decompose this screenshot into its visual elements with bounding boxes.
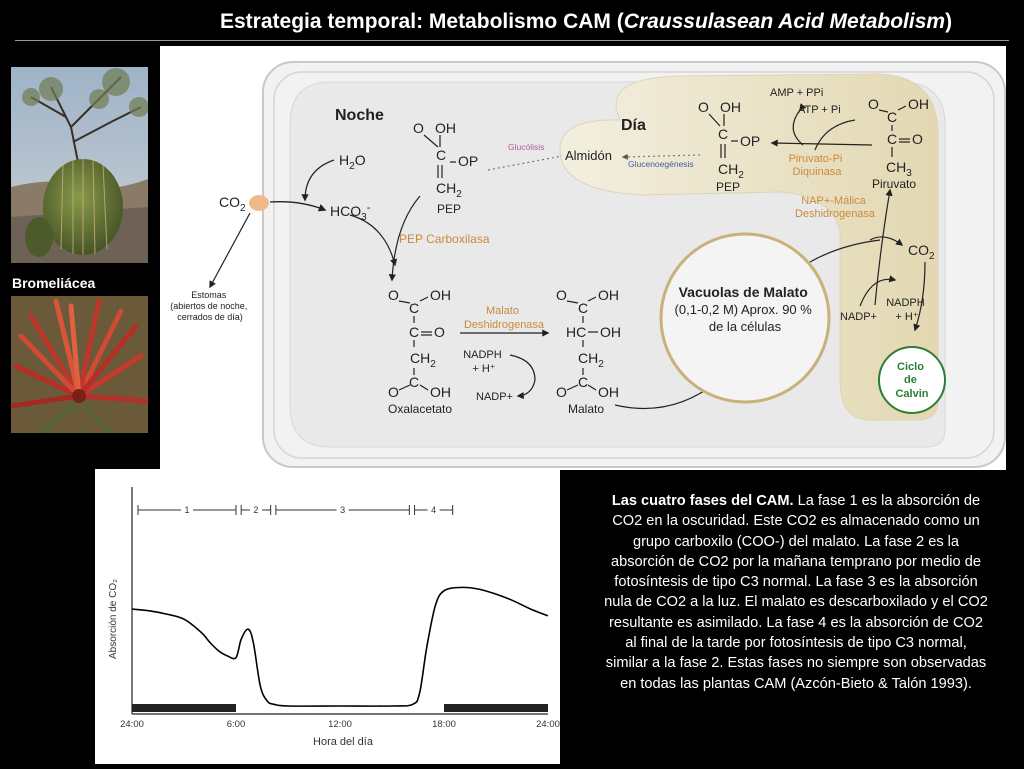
svg-text:C: C — [578, 300, 588, 316]
svg-text:O: O — [556, 384, 567, 400]
svg-text:O: O — [868, 96, 879, 112]
svg-text:OH: OH — [598, 287, 619, 303]
svg-text:C: C — [409, 300, 419, 316]
phase-label-bg — [249, 503, 262, 515]
bromeliad-photo — [11, 296, 148, 433]
x-tick-label: 24:00 — [536, 719, 560, 730]
nadph-right-label: NADPH + H⁺ — [886, 297, 928, 323]
calvin-cycle-label: Ciclo de Calvin — [895, 361, 928, 400]
oxaloacetate-molecule: O OH C C O CH2 C O OH Oxalacetato — [388, 287, 452, 416]
svg-text:O: O — [434, 324, 445, 340]
svg-text:C: C — [436, 147, 446, 163]
phase-label-2: 2 — [253, 505, 258, 515]
amp-ppi-label: AMP + PPi — [770, 87, 823, 99]
night-label: Noche — [335, 107, 384, 124]
phase-bar: 1 2 3 4 — [137, 503, 454, 515]
svg-text:Piruvato: Piruvato — [872, 177, 916, 191]
malate-dh-label: Malato Deshidrogenasa — [464, 305, 545, 331]
svg-text:OP: OP — [458, 153, 478, 169]
svg-text:OH: OH — [908, 96, 929, 112]
co2-released-label: CO2 — [908, 242, 935, 262]
y-axis-label: Absorción de CO₂ — [108, 579, 119, 659]
svg-text:O: O — [556, 287, 567, 303]
malate-vacuole — [659, 232, 831, 404]
phase-label-bg — [336, 503, 349, 515]
svg-text:C: C — [578, 374, 588, 390]
svg-text:PEP: PEP — [437, 202, 461, 216]
svg-text:OH: OH — [430, 384, 451, 400]
cactus-photo — [11, 67, 148, 263]
nap-malic-label: NAP+-Málica Deshidrogenasa — [795, 195, 876, 220]
x-tick-label: 24:00 — [120, 719, 144, 730]
phase-label-bg — [181, 503, 193, 515]
x-tick-label: 18:00 — [432, 719, 456, 730]
svg-text:HC: HC — [566, 324, 586, 340]
pep-carboxylase-label: PEP Carboxilasa — [399, 232, 490, 246]
svg-text:PEP: PEP — [716, 180, 740, 194]
starch-label: Almidón — [565, 148, 612, 163]
svg-text:Malato: Malato — [568, 402, 604, 416]
svg-text:O: O — [388, 384, 399, 400]
pep-night-molecule: O OH C OP CH2 PEP — [413, 120, 478, 216]
nadp-right-label: NADP+ — [840, 311, 877, 323]
uptake-curve — [131, 586, 549, 707]
gluconeogenesis-label: Glucenoegénesis — [628, 159, 694, 169]
svg-text:CH2: CH2 — [410, 350, 436, 370]
stoma-marker — [249, 195, 269, 211]
h2o-label: H2O — [339, 152, 366, 172]
svg-text:CH3: CH3 — [886, 159, 912, 179]
malate-molecule: O OH C HC OH CH2 C O OH Malato — [556, 287, 621, 416]
svg-text:CH2: CH2 — [436, 180, 462, 200]
bromeliad-label: Bromeliácea — [12, 275, 96, 291]
phases-caption: Las cuatro fases del CAM. La fase 1 es l… — [604, 493, 988, 692]
hco3-label: HCO3- — [330, 202, 371, 223]
x-tick-label: 12:00 — [328, 719, 352, 730]
night-bar-1 — [132, 704, 236, 712]
svg-text:CH2: CH2 — [578, 350, 604, 370]
svg-text:O: O — [698, 99, 709, 115]
svg-text:C: C — [409, 374, 419, 390]
title-divider — [15, 40, 1009, 41]
calvin-cycle-circle — [878, 346, 946, 414]
svg-text:O: O — [912, 131, 923, 147]
phase-label-4: 4 — [431, 505, 436, 515]
day-label: Día — [621, 117, 646, 134]
svg-text:OP: OP — [740, 133, 760, 149]
stomata-label: Estomas (abiertos de noche, cerrados de … — [170, 290, 250, 322]
svg-text:Oxalacetato: Oxalacetato — [388, 402, 452, 416]
page-title: Estrategia temporal: Metabolismo CAM (Cr… — [220, 10, 953, 33]
pyruvate-molecule: O OH C C O CH3 Piruvato — [868, 96, 929, 191]
phase-label-1: 1 — [184, 505, 189, 515]
svg-text:CH2: CH2 — [718, 161, 744, 181]
svg-text:OH: OH — [600, 324, 621, 340]
co2-label: CO2 — [219, 194, 246, 214]
svg-text:C: C — [887, 109, 897, 125]
glycolysis-label: Glucólisis — [508, 142, 544, 152]
nadp-label: NADP+ — [476, 391, 513, 403]
atp-pi-label: ATP + Pi — [798, 104, 841, 116]
nadph-label: NADPH + H⁺ — [463, 349, 505, 375]
pyruvate-dikinase-label: Piruvato-Pi Diquinasa — [789, 153, 846, 178]
pep-day-molecule: O OH C OP CH2 PEP — [698, 99, 760, 194]
x-tick-label: 6:00 — [227, 719, 246, 730]
svg-text:O: O — [388, 287, 399, 303]
vacuole-label: Vacuolas de Malato (0,1-0,2 M) Aprox. 90… — [675, 284, 816, 334]
co2-uptake-graph: 1 2 3 4 Absorción de CO₂ Hora del día 24:00… — [95, 469, 560, 764]
phase-label-bg — [427, 503, 440, 515]
svg-text:OH: OH — [720, 99, 741, 115]
svg-text:C: C — [718, 126, 728, 142]
phase-label-3: 3 — [340, 505, 345, 515]
x-axis-label: Hora del día — [313, 736, 374, 748]
svg-text:OH: OH — [435, 120, 456, 136]
svg-text:OH: OH — [598, 384, 619, 400]
cam-pathway-diagram: Noche Día CO2 Estomas (abiertos de noche… — [160, 46, 1006, 470]
svg-text:C: C — [887, 131, 897, 147]
svg-text:O: O — [413, 120, 424, 136]
svg-text:C: C — [409, 324, 419, 340]
night-bar-2 — [444, 704, 548, 712]
svg-text:OH: OH — [430, 287, 451, 303]
